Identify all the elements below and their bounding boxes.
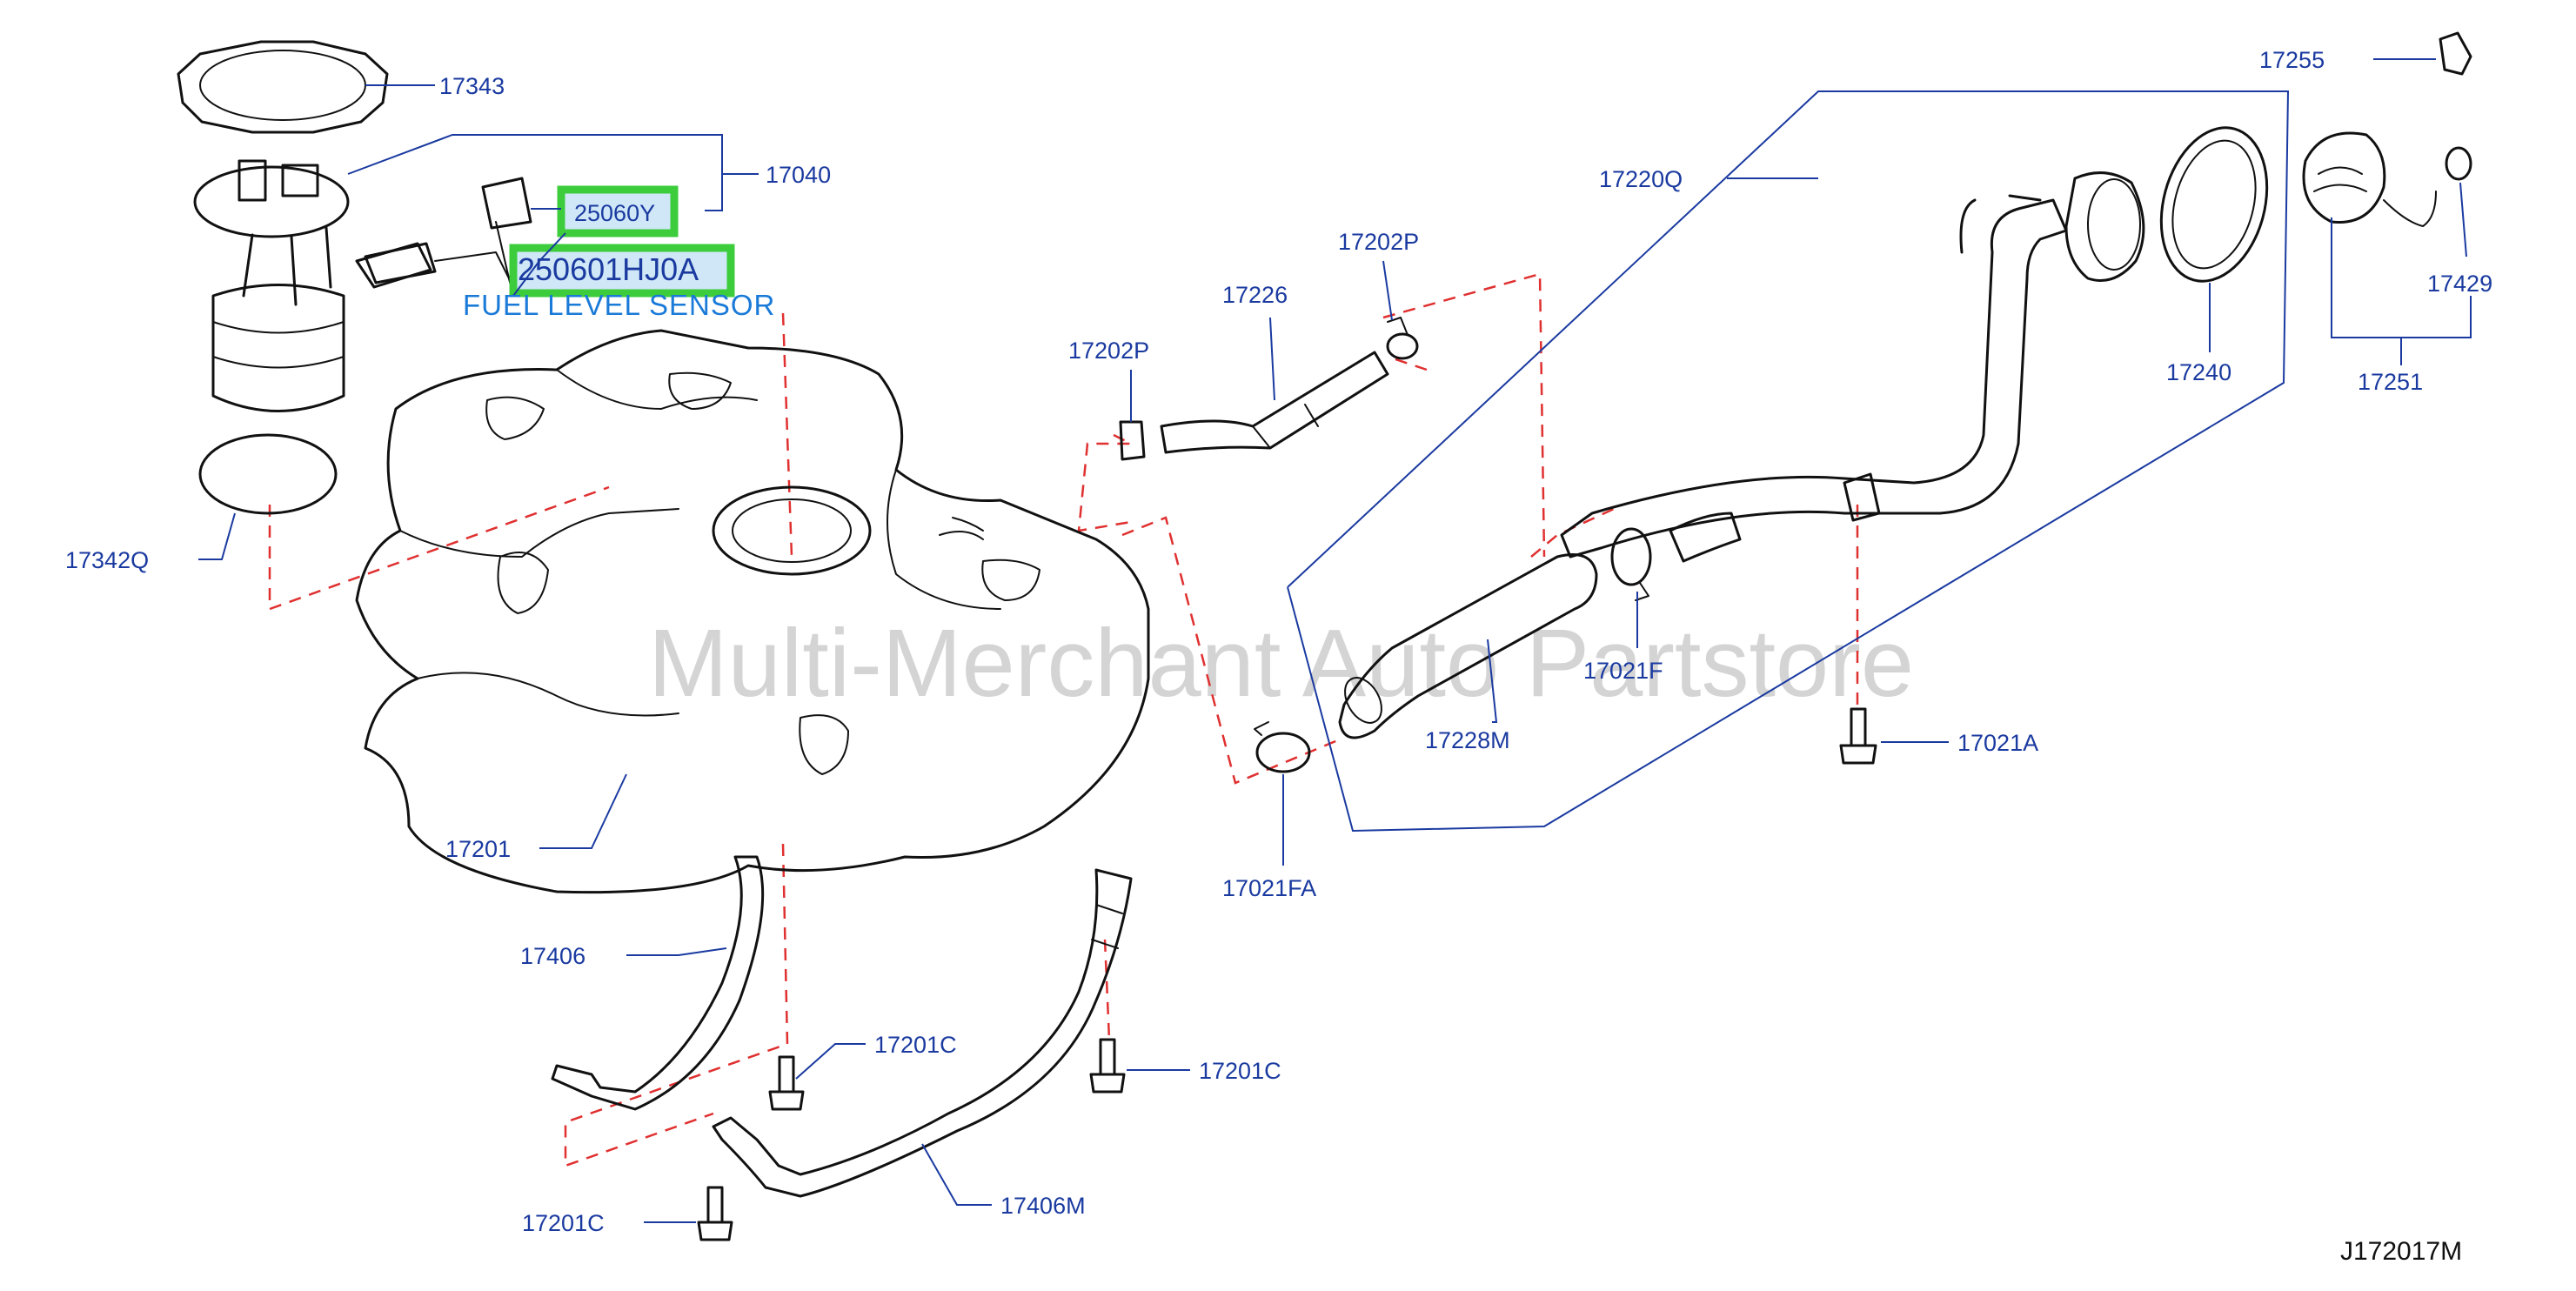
part-label-17406[interactable]: 17406	[520, 943, 585, 969]
filler-cap-part[interactable]	[2302, 131, 2437, 227]
o-ring-part[interactable]	[198, 433, 338, 515]
retainer-ring-part[interactable]	[177, 40, 389, 134]
part-label-17429[interactable]: 17429	[2427, 271, 2492, 297]
filler-seal-part[interactable]	[2145, 116, 2284, 293]
assembly-guide-lines	[268, 272, 1859, 1167]
diagram-reference-code: J172017M	[2340, 1237, 2462, 1266]
bolt-17201C-c[interactable]	[697, 1186, 733, 1241]
part-label-17040[interactable]: 17040	[766, 162, 831, 188]
highlight-fuel-level-sensor[interactable]: 250601HJ0A	[509, 232, 735, 298]
tank-strap-m-part[interactable]	[712, 868, 1133, 1198]
part-label-17021F[interactable]: 17021F	[1583, 658, 1663, 684]
part-label-17228M[interactable]: 17228M	[1425, 727, 1510, 753]
part-label-17343[interactable]: 17343	[439, 73, 505, 99]
part-label-17240[interactable]: 17240	[2166, 359, 2231, 385]
part-label-17406M[interactable]: 17406M	[1000, 1193, 1086, 1219]
part-label-17220Q[interactable]: 17220Q	[1599, 166, 1683, 192]
hose-clamp-17202P-a[interactable]	[1119, 420, 1146, 461]
hose-clamp-17202P-b[interactable]	[1386, 317, 1419, 360]
bolt-17201C-b[interactable]	[1089, 1038, 1126, 1094]
vent-hose-part[interactable]	[1160, 351, 1389, 454]
part-label-17226[interactable]: 17226	[1222, 282, 1288, 308]
fuel-level-sensor-caption: FUEL LEVEL SENSOR	[463, 289, 775, 321]
hose-clamp-17021F[interactable]	[1610, 527, 1652, 601]
bolt-17201C-a[interactable]	[768, 1055, 805, 1111]
filler-tube-part[interactable]	[1560, 171, 2145, 563]
part-label-17342Q[interactable]: 17342Q	[65, 547, 149, 573]
part-label-17021A[interactable]: 17021A	[1957, 730, 2038, 756]
plug-17429-part[interactable]	[2445, 146, 2472, 181]
part-label-17255[interactable]: 17255	[2259, 47, 2325, 73]
fuel-pump-assembly-part[interactable]	[193, 159, 432, 412]
part-label-17251[interactable]: 17251	[2358, 369, 2423, 395]
fuel-level-sensor-part[interactable]	[364, 177, 532, 297]
part-label-17201C-c[interactable]: 17201C	[522, 1210, 605, 1236]
watermark-text: Multi-Merchant Auto Partstore	[648, 610, 1914, 717]
part-label-17202P-b[interactable]: 17202P	[1338, 229, 1419, 255]
part-label-17201[interactable]: 17201	[445, 836, 511, 862]
sender-unit-part-number[interactable]: 25060Y	[574, 200, 655, 226]
clip-17255-part[interactable]	[2439, 31, 2472, 76]
part-label-17201C-b[interactable]: 17201C	[1199, 1058, 1281, 1084]
fuel-tank-part[interactable]	[355, 329, 1150, 894]
part-label-17021FA[interactable]: 17021FA	[1222, 875, 1316, 901]
hose-clamp-17021FA[interactable]	[1254, 721, 1311, 773]
bolt-17021A[interactable]	[1839, 707, 1877, 765]
filler-hose-part[interactable]	[1337, 553, 1598, 739]
tank-strap-part[interactable]	[551, 855, 765, 1111]
fuel-level-sensor-part-number[interactable]: 250601HJ0A	[518, 251, 699, 287]
part-label-17201C-a[interactable]: 17201C	[874, 1032, 957, 1058]
part-label-17202P-a[interactable]: 17202P	[1068, 338, 1149, 364]
highlight-sender-unit[interactable]: 25060Y	[531, 185, 679, 237]
